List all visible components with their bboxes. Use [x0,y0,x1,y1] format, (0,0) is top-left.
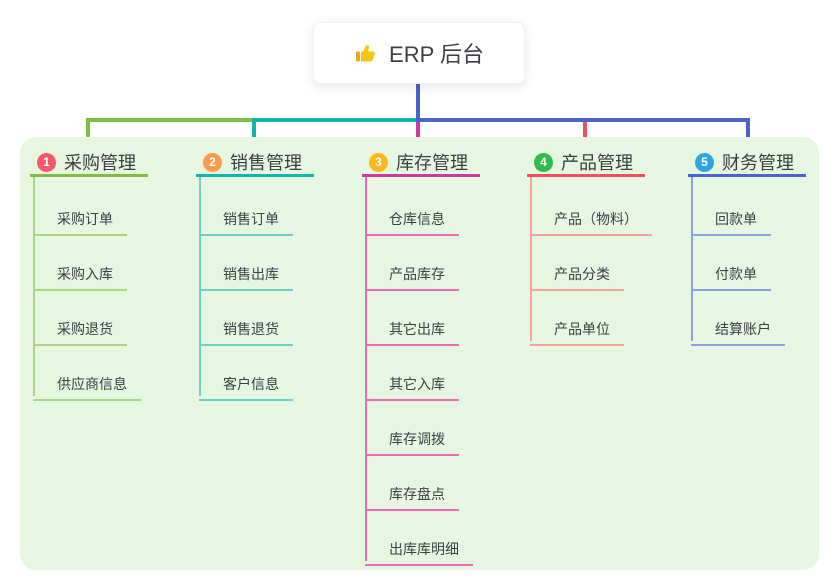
child-node-label: 销售出库 [223,266,279,282]
child-node[interactable]: 供应商信息 [33,364,141,401]
child-node[interactable]: 产品（物料） [530,199,652,236]
child-node[interactable]: 销售订单 [199,199,293,236]
child-node-label: 回款单 [715,211,757,227]
branch-number-badge: 5 [695,152,714,172]
child-node-label: 供应商信息 [57,376,127,392]
child-node-label: 库存盘点 [389,486,445,502]
child-node[interactable]: 销售出库 [199,254,293,291]
branch-title[interactable]: 1 采购管理 [30,150,148,177]
branch-label: 销售管理 [230,153,302,173]
branch-child-connector [33,177,35,396]
child-node[interactable]: 客户信息 [199,364,293,401]
child-node[interactable]: 结算账户 [691,309,785,346]
root-node-label: ERP 后台 [389,42,484,67]
root-node[interactable]: ERP 后台 [313,22,525,84]
branch-title[interactable]: 4 产品管理 [527,150,645,177]
child-node[interactable]: 其它入库 [365,364,459,401]
child-node[interactable]: 库存调拨 [365,419,459,456]
branch-label: 财务管理 [722,153,794,173]
connector-drop [416,118,420,147]
connector-bus-segment [252,118,418,122]
branch-child-connector [365,177,367,561]
branch-node: 2 销售管理销售订单销售出库销售退货客户信息 [196,150,314,401]
child-node-label: 采购订单 [57,211,113,227]
branch-node: 3 库存管理仓库信息产品库存其它出库其它入库库存调拨库存盘点出库库明细 [362,150,480,566]
branch-label: 库存管理 [396,153,468,173]
child-node[interactable]: 销售退货 [199,309,293,346]
child-node[interactable]: 产品分类 [530,254,624,291]
child-node-label: 仓库信息 [389,211,445,227]
branch-number-badge: 2 [203,152,222,172]
child-node-label: 出库库明细 [389,541,459,557]
branch-number-badge: 3 [369,152,388,172]
branch-node: 1 采购管理采购订单采购入库采购退货供应商信息 [30,150,148,401]
branch-title[interactable]: 2 销售管理 [196,150,314,177]
child-node-label: 其它入库 [389,376,445,392]
connector-bus-segment [416,118,750,122]
child-node[interactable]: 库存盘点 [365,474,459,511]
child-node-label: 产品库存 [389,266,445,282]
child-node[interactable]: 其它出库 [365,309,459,346]
child-node-label: 采购退货 [57,321,113,337]
thumbs-up-icon [356,45,375,62]
branches-panel [20,137,819,570]
branch-title[interactable]: 5 财务管理 [688,150,806,177]
branch-node: 4 产品管理产品（物料） 产品分类产品单位 [527,150,652,346]
child-node-label: 采购入库 [57,266,113,282]
connector-drop [746,118,750,147]
child-node-label: 销售退货 [223,321,279,337]
branch-label: 产品管理 [561,153,633,173]
child-node-label: 产品（物料） [554,211,638,227]
child-node-label: 付款单 [715,266,757,282]
branch-label: 采购管理 [64,153,136,173]
child-node[interactable]: 付款单 [691,254,771,291]
child-node-label: 客户信息 [223,376,279,392]
child-node[interactable]: 仓库信息 [365,199,459,236]
child-node[interactable]: 采购入库 [33,254,127,291]
branch-child-connector [199,177,201,396]
child-node[interactable]: 采购退货 [33,309,127,346]
child-node-label: 产品分类 [554,266,610,282]
connector-bus-segment [86,118,254,122]
connector-drop [86,118,90,147]
branch-number-badge: 1 [37,152,56,172]
branch-number-badge: 4 [534,152,553,172]
branch-node: 5 财务管理回款单付款单结算账户 [688,150,806,346]
branch-title[interactable]: 3 库存管理 [362,150,480,177]
child-node[interactable]: 出库库明细 [365,529,473,566]
child-node-label: 产品单位 [554,321,610,337]
child-node[interactable]: 回款单 [691,199,771,236]
child-node[interactable]: 产品单位 [530,309,624,346]
root-connector-line [416,82,420,122]
child-node-label: 销售订单 [223,211,279,227]
child-node-label: 结算账户 [715,321,771,337]
child-node[interactable]: 采购订单 [33,199,127,236]
child-node-label: 库存调拨 [389,431,445,447]
connector-drop [583,118,587,147]
branch-child-connector [691,177,693,341]
child-node[interactable]: 产品库存 [365,254,459,291]
connector-drop [252,118,256,147]
branch-child-connector [530,177,532,341]
child-node-label: 其它出库 [389,321,445,337]
